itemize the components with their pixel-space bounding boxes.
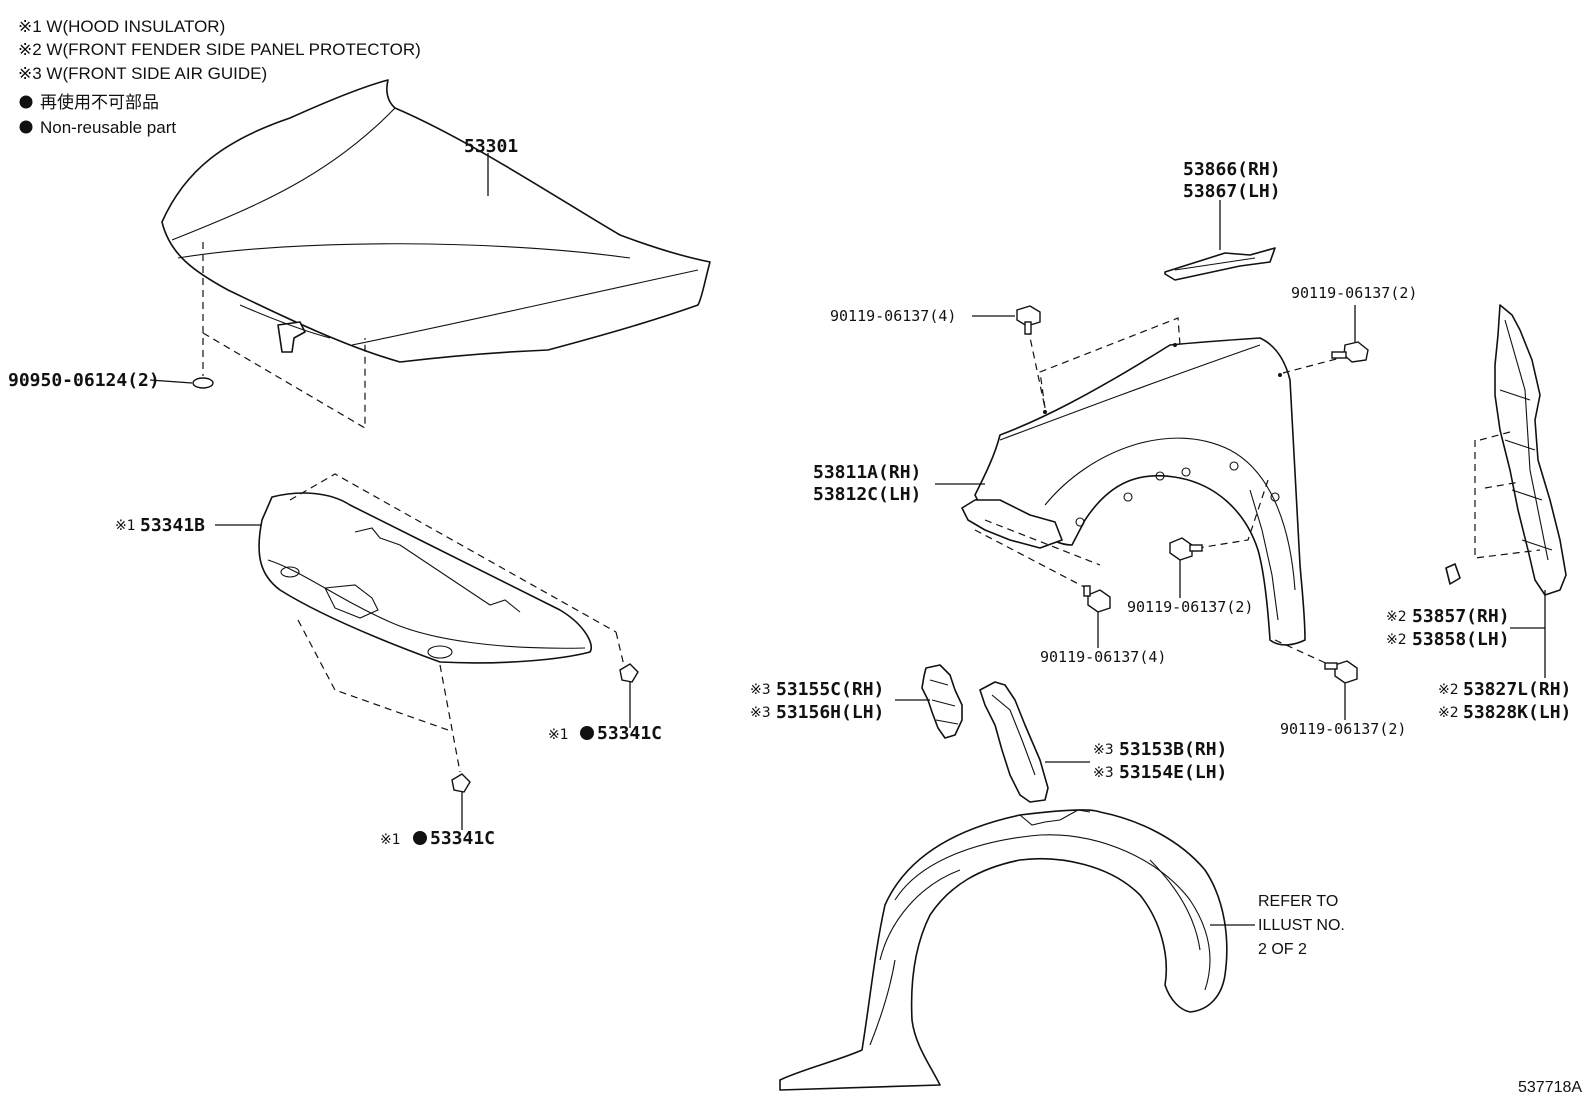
small-protector-part bbox=[1445, 563, 1461, 585]
air-guide-lower-part bbox=[979, 681, 1049, 803]
nonreusable-dot-icon bbox=[19, 95, 33, 109]
air-guide-lower-lh-part-number: 53154E(LH) bbox=[1119, 762, 1227, 783]
hood-insulator-dash bbox=[202, 332, 366, 430]
fender-lh-part-number: 53812C(LH) bbox=[813, 484, 921, 505]
protector-dash bbox=[1474, 431, 1541, 559]
hood-part-number: 53301 bbox=[464, 136, 518, 157]
refer-line-1: REFER TO bbox=[1258, 893, 1338, 910]
protector-mark-1: ※2 bbox=[1438, 682, 1459, 698]
bolt-lower-right-part bbox=[1324, 660, 1358, 684]
clip-bottom-part-number: 53341C bbox=[430, 828, 495, 849]
seal-lh-part-number: 53867(LH) bbox=[1183, 181, 1281, 202]
hood-part bbox=[161, 79, 711, 363]
air-guide-upper-rh-part-number: 53155C(RH) bbox=[776, 679, 884, 700]
fender-right-bolt-dash bbox=[1282, 357, 1341, 374]
side-panel-protector-part bbox=[1494, 304, 1567, 596]
fender-center-bolt-dash bbox=[1197, 479, 1269, 549]
insulator-dash-left bbox=[297, 619, 449, 731]
legend-note-3: ※3 W(FRONT SIDE AIR GUIDE) bbox=[18, 64, 267, 83]
figure-id: 537718A bbox=[1518, 1079, 1582, 1096]
bolt-top-right-part-number: 90119-06137(2) bbox=[1291, 284, 1417, 302]
protector-rh-part-number: 53827L(RH) bbox=[1463, 679, 1571, 700]
legend: ※1 W(HOOD INSULATOR) ※2 W(FRONT FENDER S… bbox=[18, 17, 421, 137]
hood-cushion-part-number: 90950-06124(2) bbox=[8, 370, 160, 391]
fender-liner-part bbox=[779, 809, 1228, 1091]
fender-top-bolt-dash bbox=[1027, 327, 1046, 409]
clip-right-part bbox=[619, 663, 639, 683]
small-protector-rh-part-number: 53857(RH) bbox=[1412, 606, 1510, 627]
clip-bottom-mark: ※1 bbox=[380, 832, 401, 848]
insulator-mark: ※1 bbox=[115, 518, 136, 534]
nonreusable-dot-icon bbox=[580, 726, 594, 740]
legend-nonreusable-jp: 再使用不可部品 bbox=[40, 92, 159, 112]
air-guide-upper-mark-2: ※3 bbox=[750, 705, 771, 721]
bolt-top-left-part bbox=[1016, 305, 1041, 335]
clip-bottom-part bbox=[451, 773, 471, 793]
fender-seal-dash bbox=[1039, 317, 1181, 409]
small-protector-lh-part-number: 53858(LH) bbox=[1412, 629, 1510, 650]
bolt-lower-right-part-number: 90119-06137(2) bbox=[1280, 720, 1406, 738]
bolt-center-part-number: 90119-06137(2) bbox=[1127, 598, 1253, 616]
air-guide-upper-part bbox=[921, 664, 963, 739]
air-guide-lower-mark-1: ※3 bbox=[1093, 742, 1114, 758]
small-protector-leader bbox=[1510, 590, 1546, 629]
air-guide-upper-lh-part-number: 53156H(LH) bbox=[776, 702, 884, 723]
legend-note-1: ※1 W(HOOD INSULATOR) bbox=[18, 17, 225, 36]
hood-cushion-part bbox=[192, 377, 214, 389]
legend-nonreusable-en: Non-reusable part bbox=[40, 118, 176, 137]
front-fender-part bbox=[961, 337, 1306, 646]
refer-line-2: ILLUST NO. bbox=[1258, 917, 1345, 934]
hood-cushion-leader bbox=[149, 379, 193, 384]
insulator-dash-right bbox=[615, 631, 626, 671]
fender-rh-part-number: 53811A(RH) bbox=[813, 462, 921, 483]
fender-lower-bolt-dash bbox=[974, 519, 1101, 591]
insulator-part-number: 53341B bbox=[140, 515, 205, 536]
bolt-center-part bbox=[1169, 537, 1203, 561]
air-guide-upper-mark-1: ※3 bbox=[750, 682, 771, 698]
legend-note-2: ※2 W(FRONT FENDER SIDE PANEL PROTECTOR) bbox=[18, 40, 421, 59]
small-protector-mark-2: ※2 bbox=[1386, 632, 1407, 648]
seal-rh-part-number: 53866(RH) bbox=[1183, 159, 1281, 180]
bolt-top-left-part-number: 90119-06137(4) bbox=[830, 307, 956, 325]
bolt-lower-part-number: 90119-06137(4) bbox=[1040, 648, 1166, 666]
clip-right-part-number: 53341C bbox=[597, 723, 662, 744]
fender-lower-right-bolt-dash bbox=[1274, 639, 1331, 666]
clip-right-mark: ※1 bbox=[548, 727, 569, 743]
air-guide-lower-rh-part-number: 53153B(RH) bbox=[1119, 739, 1227, 760]
fender-seal-part bbox=[1164, 247, 1276, 281]
hood-insulator-part bbox=[258, 492, 592, 664]
protector-mark-2: ※2 bbox=[1438, 705, 1459, 721]
small-protector-mark-1: ※2 bbox=[1386, 609, 1407, 625]
air-guide-lower-mark-2: ※3 bbox=[1093, 765, 1114, 781]
bolt-top-right-part bbox=[1331, 341, 1369, 363]
bolt-lower-part bbox=[1083, 585, 1111, 613]
refer-line-3: 2 OF 2 bbox=[1258, 941, 1307, 958]
protector-lh-part-number: 53828K(LH) bbox=[1463, 702, 1571, 723]
insulator-dash-top bbox=[289, 473, 617, 633]
insulator-dash-bottom bbox=[439, 664, 461, 773]
nonreusable-dot-icon bbox=[413, 831, 427, 845]
nonreusable-dot-icon bbox=[19, 120, 33, 134]
